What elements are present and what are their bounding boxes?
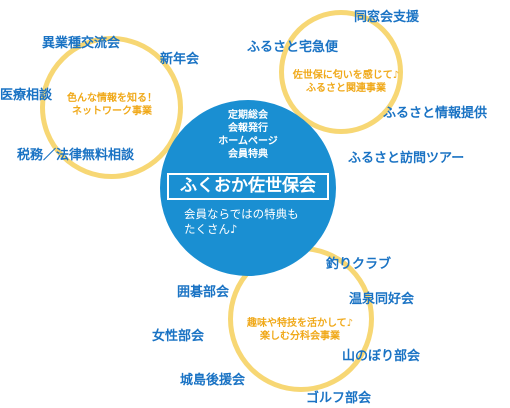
label-go: 囲碁部会	[177, 285, 230, 300]
service-item: 会報発行	[228, 123, 268, 134]
caption-line: 佐世保に匂いを感じて♪	[292, 70, 400, 81]
networking-ring	[40, 36, 183, 179]
hometown-ring	[279, 10, 403, 134]
label-info: ふるさと情報提供	[383, 106, 488, 121]
service-item: 会員特典	[228, 149, 268, 160]
service-item: 定期総会	[228, 110, 268, 121]
description-line: 会員ならではの特典も	[184, 207, 299, 221]
label-alumni: 同窓会支援	[354, 10, 420, 25]
networking-caption: 色んな情報を知る！ ネットワーク事業	[63, 92, 161, 118]
caption-line: ネットワーク事業	[72, 106, 152, 117]
caption-line: 楽しむ分科会事業	[260, 331, 340, 342]
caption-line: 色んな情報を知る！	[67, 93, 157, 104]
label-mountain: 山のぼり部会	[342, 349, 421, 364]
label-tour: ふるさと訪問ツアー	[348, 151, 465, 166]
label-tax-legal: 税務／法律無料相談	[17, 148, 135, 163]
label-women: 女性部会	[152, 329, 205, 344]
caption-line: ふるさと関連事業	[306, 83, 386, 94]
clubs-caption: 趣味や特技を活かして♪ 楽しむ分科会事業	[243, 317, 357, 343]
center-circle	[160, 100, 336, 276]
service-item: ホームページ	[218, 136, 278, 147]
label-delivery: ふるさと宅急便	[247, 40, 339, 55]
label-onsen: 温泉同好会	[349, 292, 415, 307]
label-medical: 医療相談	[0, 88, 53, 103]
hometown-caption: 佐世保に匂いを感じて♪ ふるさと関連事業	[289, 69, 403, 95]
center-description: 会員ならではの特典も たくさん♪	[184, 207, 304, 237]
label-jojima: 城島後援会	[180, 373, 246, 388]
organization-title: ふくおか佐世保会	[167, 173, 329, 200]
center-services: 定期総会 会報発行 ホームページ 会員特典	[188, 109, 308, 161]
caption-line: 趣味や特技を活かして♪	[246, 318, 354, 329]
description-line: たくさん♪	[184, 222, 238, 236]
label-fishing: 釣りクラブ	[326, 257, 392, 272]
label-golf: ゴルフ部会	[306, 391, 372, 406]
label-new-year: 新年会	[160, 52, 200, 67]
label-cross-industry: 異業種交流会	[42, 36, 121, 51]
